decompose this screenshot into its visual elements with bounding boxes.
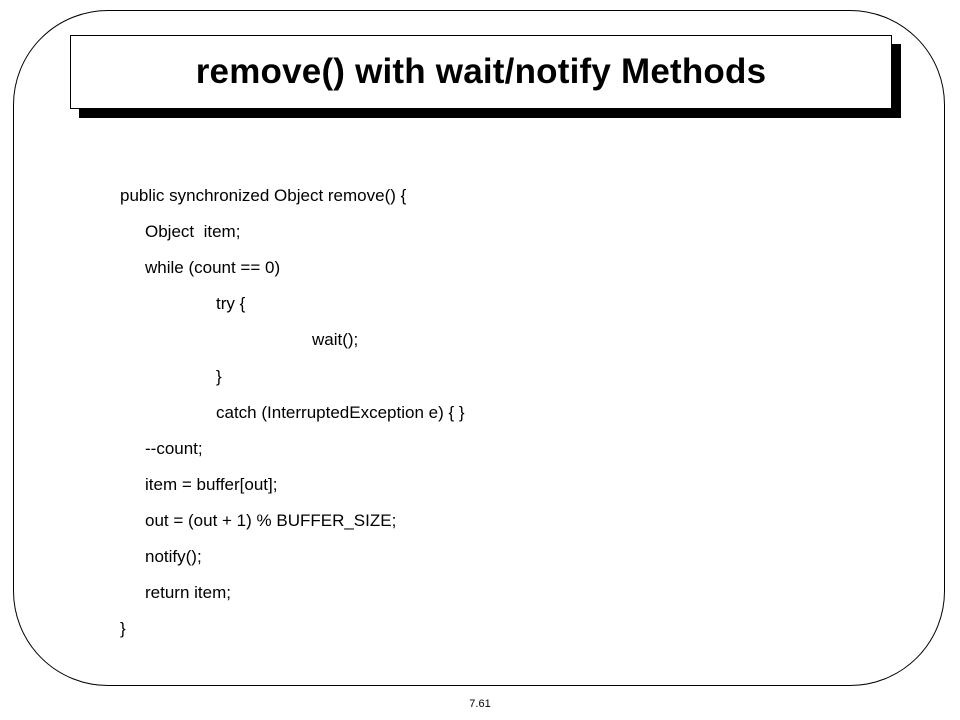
code-line: try { [216, 294, 246, 314]
code-line: item = buffer[out]; [145, 474, 278, 494]
slide-number: 7.61 [469, 698, 491, 710]
code-line: return item; [145, 583, 231, 603]
code-line: catch (InterruptedException e) { } [216, 402, 465, 422]
title-box: remove() with wait/notify Methods [70, 35, 892, 109]
code-line: notify(); [145, 547, 202, 566]
code-line: public synchronized Object remove() { [120, 186, 407, 205]
code-line: Object item; [145, 222, 241, 242]
code-line: wait(); [312, 330, 359, 350]
slide-title: remove() with wait/notify Methods [195, 52, 767, 91]
slide-frame [13, 10, 945, 686]
code-line: } [120, 619, 126, 639]
code-line: --count; [145, 438, 203, 458]
code-line: out = (out + 1) % BUFFER_SIZE; [145, 510, 397, 530]
code-line: while (count == 0) [145, 258, 281, 278]
code-line: } [216, 366, 222, 386]
